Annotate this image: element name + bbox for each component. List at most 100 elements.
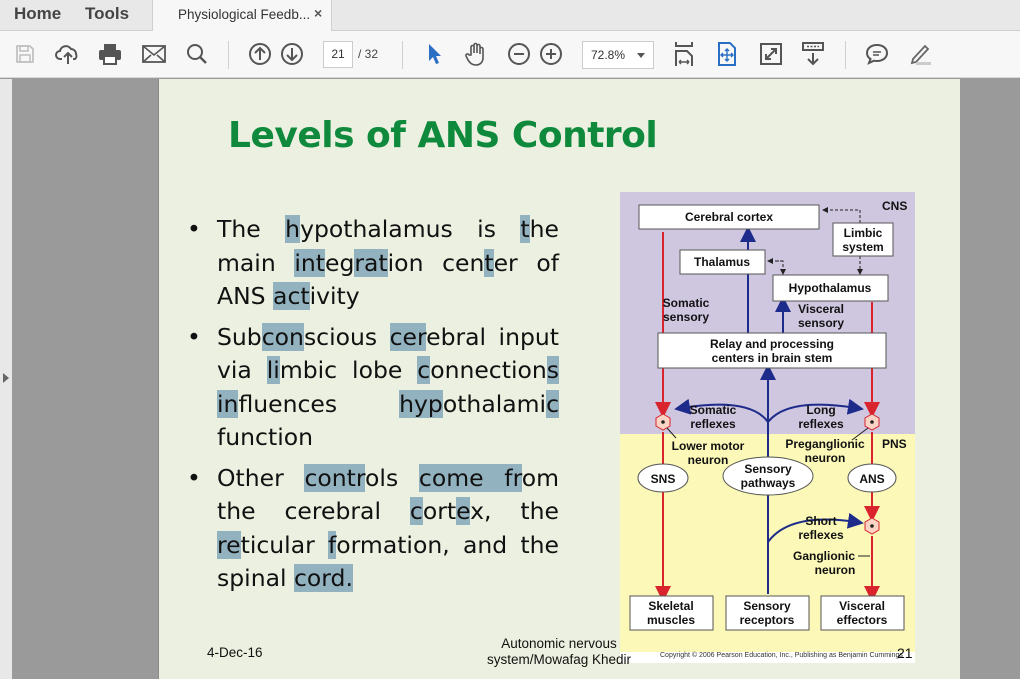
text-run: function xyxy=(217,423,313,451)
hypothalamus-label: Hypothalamus xyxy=(789,281,872,295)
limbic-label: Limbic xyxy=(844,226,883,240)
zoom-in-icon[interactable] xyxy=(538,41,564,67)
text-run: ormation, and the spinal xyxy=(217,530,559,593)
bullet-list: The hypothalamus is the main integration… xyxy=(187,213,559,603)
search-highlight: hyp xyxy=(399,389,443,418)
somatic-sensory-label: sensory xyxy=(663,310,709,324)
lower-motor-label: neuron xyxy=(688,453,729,467)
search-highlight: re xyxy=(217,530,241,559)
sensory-pathways-label: pathways xyxy=(741,476,796,490)
visceral-effectors-box xyxy=(820,595,905,631)
long-reflex-arrow xyxy=(767,398,864,423)
sensory-receptors-label: Sensory xyxy=(743,599,791,613)
expand-panel-icon[interactable] xyxy=(3,373,9,383)
text-run: mbic lobe xyxy=(279,356,418,384)
short-reflexes-label: reflexes xyxy=(798,528,844,542)
skeletal-label: Skeletal xyxy=(648,599,693,613)
ans-levels-diagram: CNS PNS Cerebral cortex Limbic system Th… xyxy=(620,192,915,652)
figure-credit: Copyright © 2006 Pearson Education, Inc.… xyxy=(620,652,915,663)
toolbar: 21 / 32 72.8% xyxy=(0,31,1020,78)
ganglionic-label: neuron xyxy=(815,563,856,577)
hand-tool-icon[interactable] xyxy=(463,41,489,67)
comment-icon[interactable] xyxy=(864,41,890,67)
somatic-reflexes-label: Somatic xyxy=(690,403,737,417)
limbic-cortex-dashed xyxy=(822,207,861,223)
search-highlight: con xyxy=(261,322,304,351)
text-run: er of ANS xyxy=(217,248,560,311)
footer-page-number: 21 xyxy=(897,645,913,661)
search-highlight: cer xyxy=(389,322,427,351)
text-run: om the cerebral xyxy=(217,463,559,526)
search-icon[interactable] xyxy=(184,41,210,67)
page-up-icon[interactable] xyxy=(247,41,273,67)
search-highlight: e xyxy=(456,497,471,525)
toolbar-divider xyxy=(402,41,403,69)
toolbar-divider xyxy=(845,41,846,69)
text-run: ticular xyxy=(240,530,329,559)
sensory-receptors-label: receptors xyxy=(740,613,795,627)
text-run: othalami xyxy=(442,389,547,418)
search-highlight: act xyxy=(273,282,310,310)
bullet-item: The hypothalamus is the main integration… xyxy=(187,213,559,314)
long-reflexes-label: Long xyxy=(806,403,835,417)
text-run: The xyxy=(217,215,286,243)
search-highlight: f xyxy=(328,530,337,559)
bullet-item: Other controls come from the cerebral co… xyxy=(187,462,559,596)
search-highlight: rat xyxy=(354,248,388,277)
hypothalamus-box xyxy=(772,274,889,302)
read-mode-icon[interactable] xyxy=(800,41,826,67)
text-run: fluences xyxy=(238,389,400,418)
search-highlight: h xyxy=(285,215,301,243)
page-down-icon[interactable] xyxy=(279,41,305,67)
relay-label: Relay and processing xyxy=(710,337,834,351)
pns-label: PNS xyxy=(882,437,907,451)
zoom-out-icon[interactable] xyxy=(506,41,532,67)
text-run: onnection xyxy=(430,356,547,384)
fit-width-icon[interactable] xyxy=(671,41,697,67)
cerebral-cortex-box xyxy=(638,204,820,230)
slide-title: Levels of ANS Control xyxy=(228,115,658,156)
text-run: ivity xyxy=(309,282,360,310)
thalamus-hypothalamus-dashed xyxy=(776,260,786,275)
upload-cloud-icon[interactable] xyxy=(55,41,81,67)
full-screen-icon[interactable] xyxy=(758,41,784,67)
visceral-label: effectors xyxy=(837,613,888,627)
visceral-label: Visceral xyxy=(839,599,885,613)
print-icon[interactable] xyxy=(97,41,123,67)
sns-label: SNS xyxy=(651,472,676,486)
ans-oval xyxy=(847,463,897,493)
zoom-level-dropdown[interactable]: 72.8% xyxy=(582,41,654,69)
tools-tab[interactable]: Tools xyxy=(85,4,130,23)
zoom-level-value: 72.8% xyxy=(591,48,626,62)
cns-label: CNS xyxy=(882,199,907,213)
text-run: ort xyxy=(422,497,457,525)
document-tab[interactable]: Physiological Feedb... × xyxy=(152,0,332,32)
limbic-label: system xyxy=(842,240,883,254)
text-run: eg xyxy=(325,248,355,277)
highlight-pen-icon[interactable] xyxy=(907,41,933,67)
pdf-page: Levels of ANS Control The hypothalamus i… xyxy=(158,79,960,679)
footer-date: 4-Dec-16 xyxy=(207,645,263,660)
text-run: ebral input via xyxy=(217,322,559,385)
search-highlight: come fr xyxy=(418,463,522,492)
relay-label: centers in brain stem xyxy=(712,351,833,365)
fit-page-icon[interactable] xyxy=(714,41,740,67)
navigation-pane-rail xyxy=(0,79,12,679)
save-icon[interactable] xyxy=(12,41,38,67)
home-tab[interactable]: Home xyxy=(14,4,62,23)
search-highlight: contr xyxy=(304,463,366,492)
email-icon[interactable] xyxy=(141,41,167,67)
page-number-input[interactable]: 21 xyxy=(323,41,353,68)
select-pointer-icon[interactable] xyxy=(421,41,447,67)
short-reflex-arrow xyxy=(767,512,864,543)
somatic-reflexes-label: reflexes xyxy=(690,417,736,431)
long-reflexes-label: reflexes xyxy=(798,417,844,431)
search-highlight: cord. xyxy=(293,564,353,592)
sensory-receptors-box xyxy=(725,595,810,631)
ganglionic-label: Ganglionic xyxy=(793,549,855,563)
relay-centers-box xyxy=(657,332,887,369)
close-tab-icon[interactable]: × xyxy=(314,5,323,21)
preganglionic-label: Preganglionic xyxy=(785,437,865,451)
somatic-sensory-label: Somatic xyxy=(663,296,710,310)
preganglionic-label: neuron xyxy=(805,451,846,465)
